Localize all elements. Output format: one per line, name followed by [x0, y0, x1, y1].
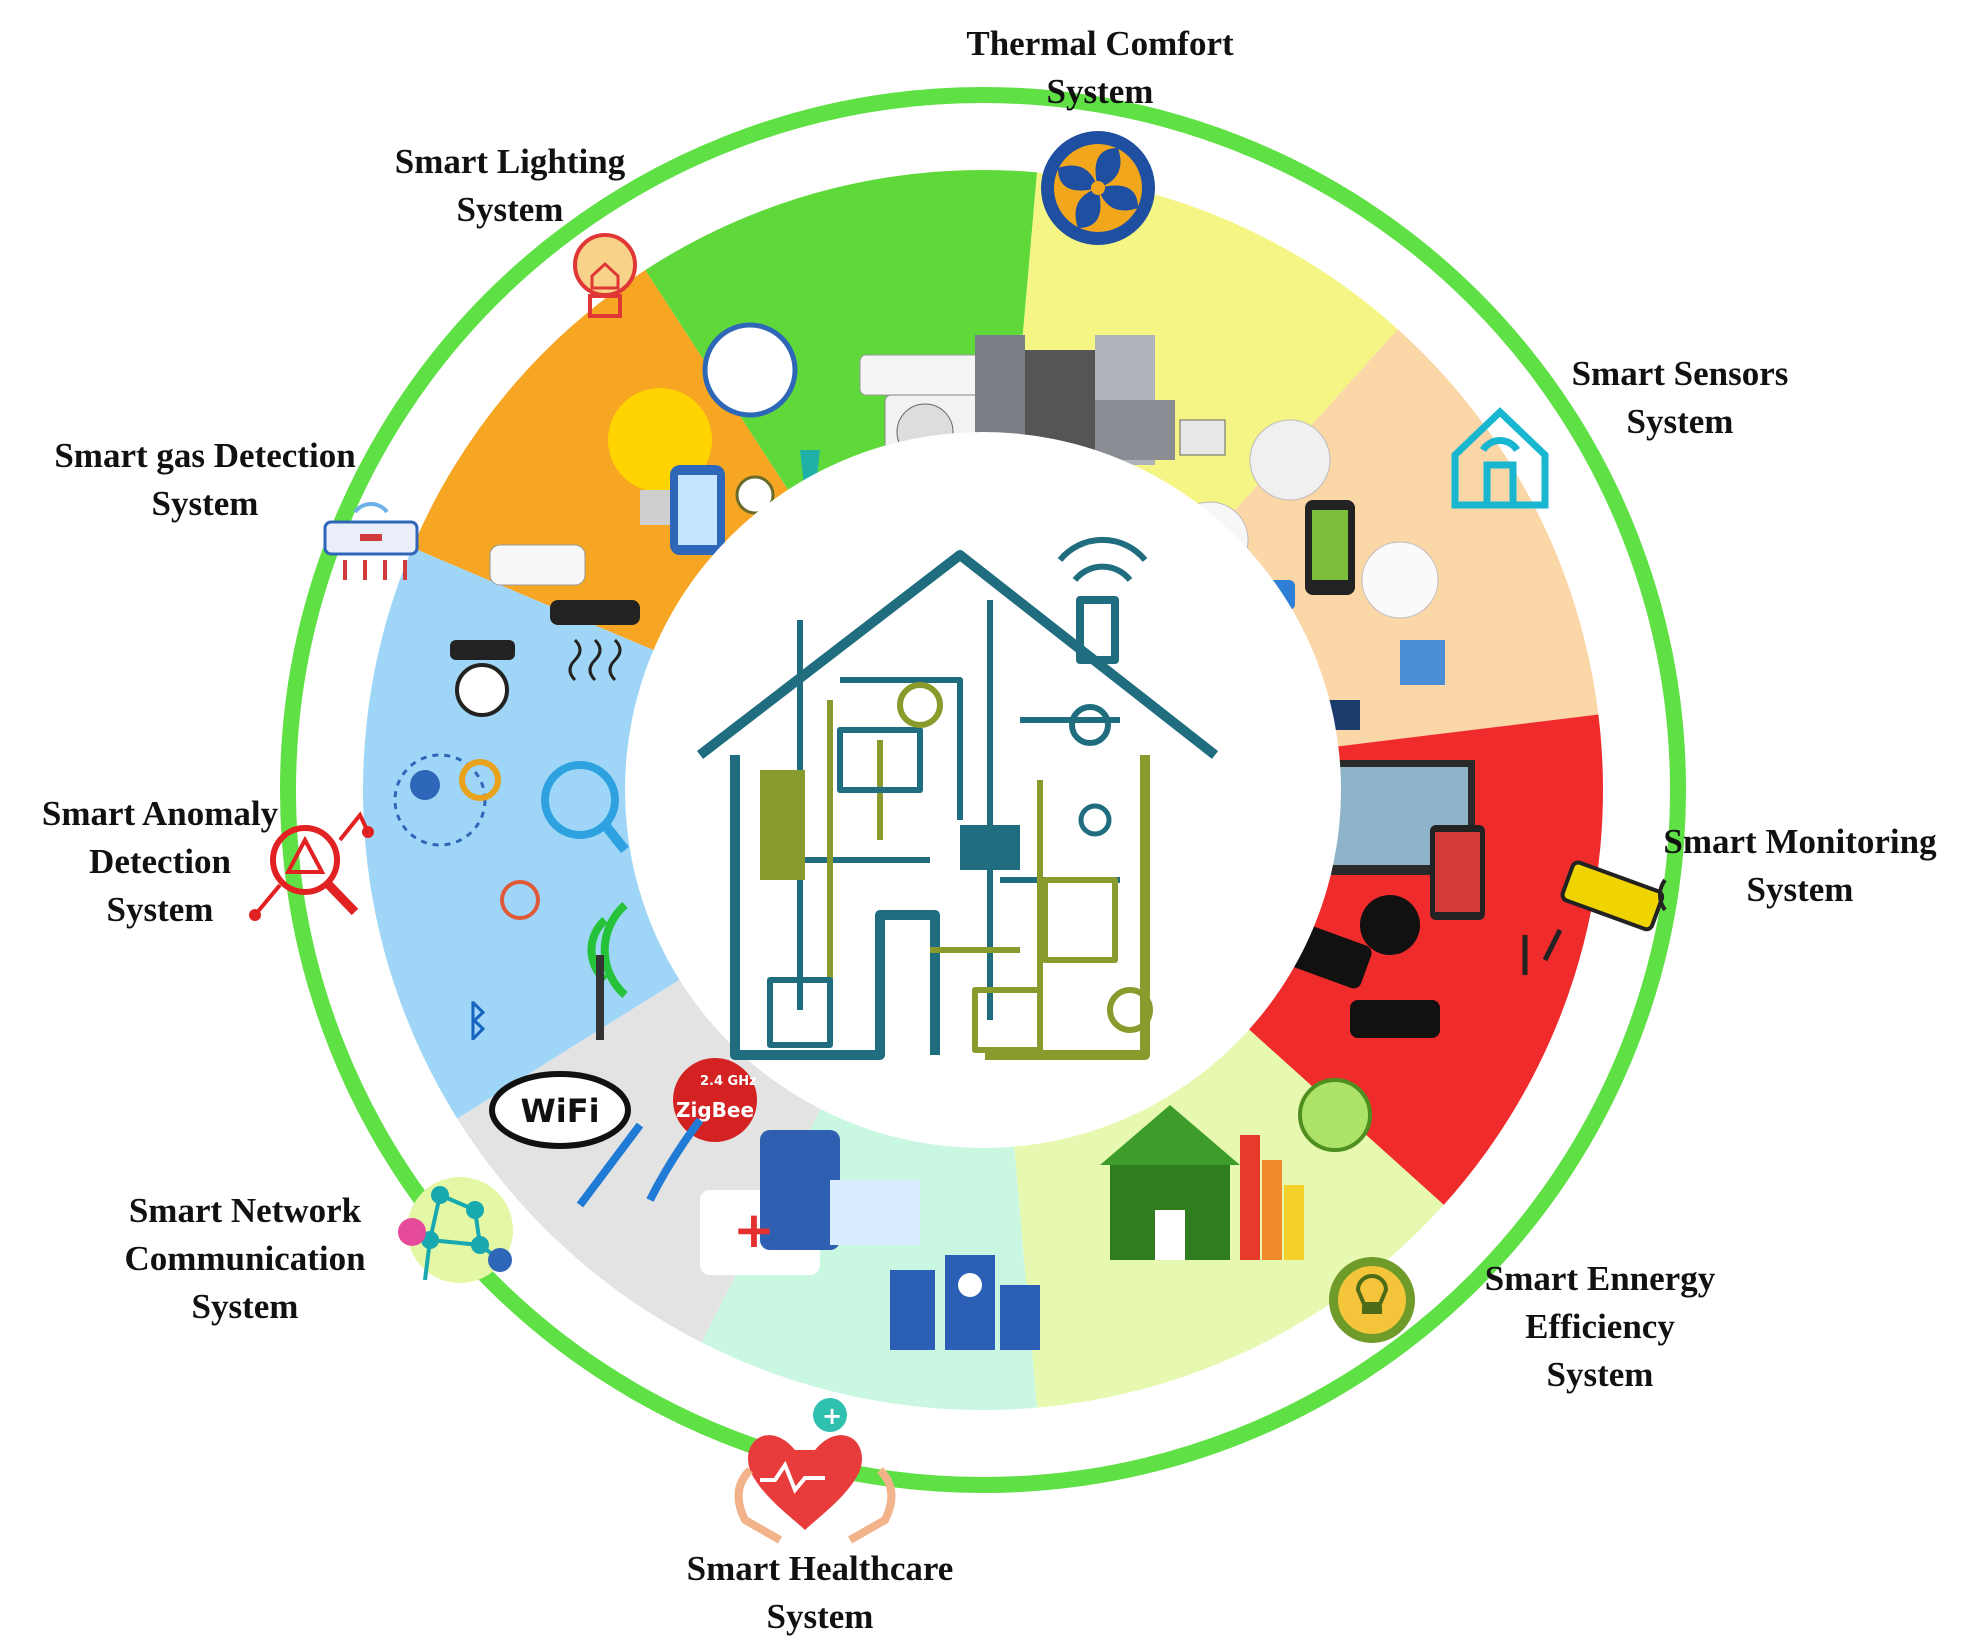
fan-icon — [1041, 131, 1155, 245]
light-bulb-icon — [573, 233, 637, 318]
network-nodes-icon — [398, 1177, 513, 1283]
wireless-protocols-icon: ᛒ WiFi 2.4 GHz ZigBee — [465, 902, 757, 1208]
zigbee-band-text: 2.4 GHz — [700, 1074, 757, 1089]
healthcare-illustration-icon: + — [700, 1130, 1040, 1350]
gas-detector-icon — [323, 502, 419, 580]
svg-text:+: + — [822, 1402, 842, 1430]
wifi-badge-text: WiFi — [520, 1092, 599, 1130]
category-icons: + — [249, 131, 1667, 1544]
svg-text:ᛒ: ᛒ — [465, 996, 490, 1045]
sector-illustrations: + ᛒ WiFi 2.4 GHz ZigBee — [393, 322, 1485, 1350]
smart-home-house-icon — [696, 536, 1219, 1060]
smart-bulbs-icon — [608, 322, 820, 555]
zigbee-badge-text: ZigBee — [676, 1098, 754, 1122]
anomaly-analytics-icon — [393, 753, 629, 920]
svg-text:+: + — [733, 1201, 775, 1259]
energy-bulb-icon — [1329, 1257, 1415, 1343]
outer-ring — [280, 87, 1686, 1493]
heart-hands-icon: + — [734, 1398, 896, 1544]
inner-hub — [625, 432, 1341, 1148]
smoke-detectors-icon — [450, 544, 640, 717]
anomaly-search-icon — [249, 811, 374, 921]
home-sensor-icon — [1451, 407, 1549, 509]
cctv-camera-icon — [1522, 860, 1667, 975]
